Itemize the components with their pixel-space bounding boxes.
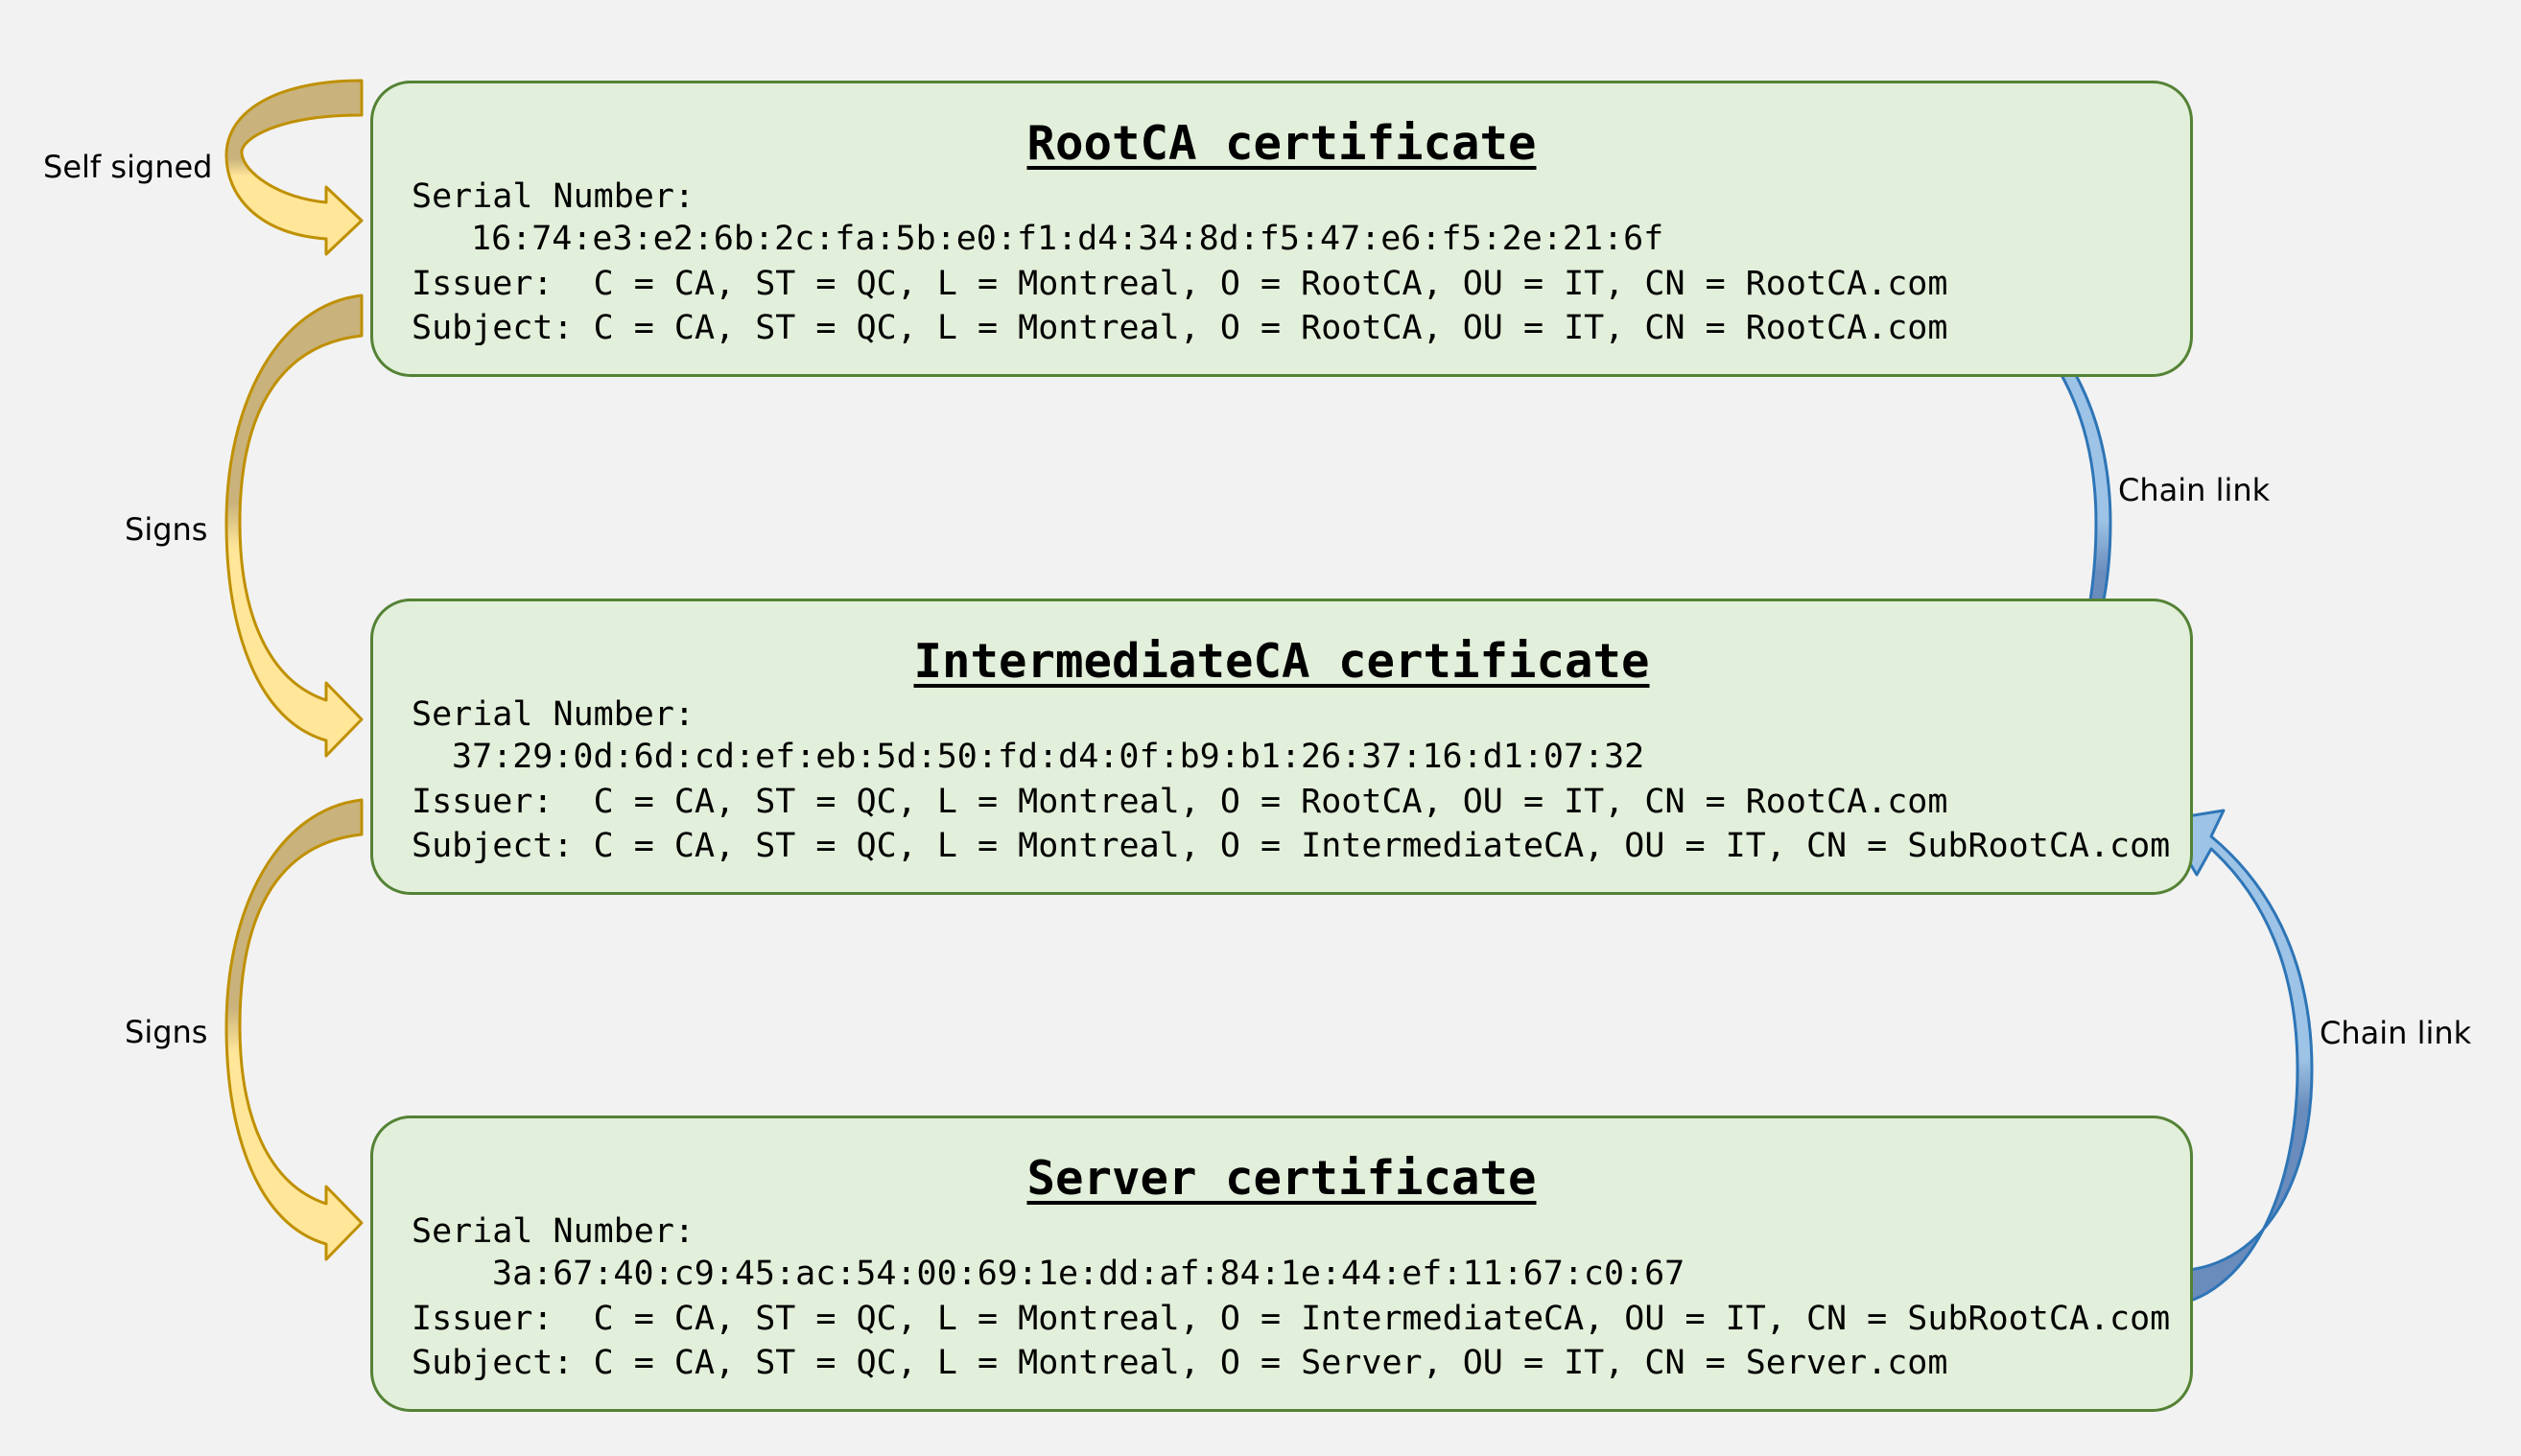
- self-signed-arrow: [224, 79, 364, 256]
- serial-value: 3a:67:40:c9:45:ac:54:00:69:1e:dd:af:84:1…: [492, 1255, 1685, 1293]
- issuer-line: Issuer: C = CA, ST = QC, L = Montreal, O…: [412, 1300, 2171, 1338]
- serial-label: Serial Number:: [412, 695, 695, 734]
- rootca-certificate-box: RootCA certificate Serial Number: 16:74:…: [370, 81, 2193, 377]
- subject-line: Subject: C = CA, ST = QC, L = Montreal, …: [412, 309, 1948, 347]
- intermediateca-certificate-box: IntermediateCA certificate Serial Number…: [370, 599, 2193, 895]
- serial-value: 16:74:e3:e2:6b:2c:fa:5b:e0:f1:d4:34:8d:f…: [471, 220, 1664, 258]
- signs-arrow-intermediate-to-server: [224, 798, 364, 1261]
- server-certificate-box: Server certificate Serial Number: 3a:67:…: [370, 1115, 2193, 1412]
- serial-value: 37:29:0d:6d:cd:ef:eb:5d:50:fd:d4:0f:b9:b…: [452, 738, 1645, 776]
- signs-label-2: Signs: [125, 1014, 208, 1050]
- chain-link-label-1: Chain link: [2118, 472, 2271, 508]
- serial-label: Serial Number:: [412, 1212, 695, 1251]
- cert-title: IntermediateCA certificate: [913, 634, 1650, 689]
- serial-label: Serial Number:: [412, 177, 695, 216]
- signs-label-1: Signs: [125, 511, 208, 548]
- issuer-line: Issuer: C = CA, ST = QC, L = Montreal, O…: [412, 265, 1948, 303]
- subject-line: Subject: C = CA, ST = QC, L = Montreal, …: [412, 827, 2171, 865]
- cert-title: RootCA certificate: [1026, 116, 1537, 171]
- subject-line: Subject: C = CA, ST = QC, L = Montreal, …: [412, 1344, 1948, 1382]
- self-signed-label: Self signed: [43, 149, 213, 185]
- issuer-line: Issuer: C = CA, ST = QC, L = Montreal, O…: [412, 783, 1948, 821]
- cert-title: Server certificate: [1026, 1151, 1537, 1206]
- chain-link-label-2: Chain link: [2320, 1015, 2472, 1051]
- signs-arrow-root-to-intermediate: [224, 294, 364, 758]
